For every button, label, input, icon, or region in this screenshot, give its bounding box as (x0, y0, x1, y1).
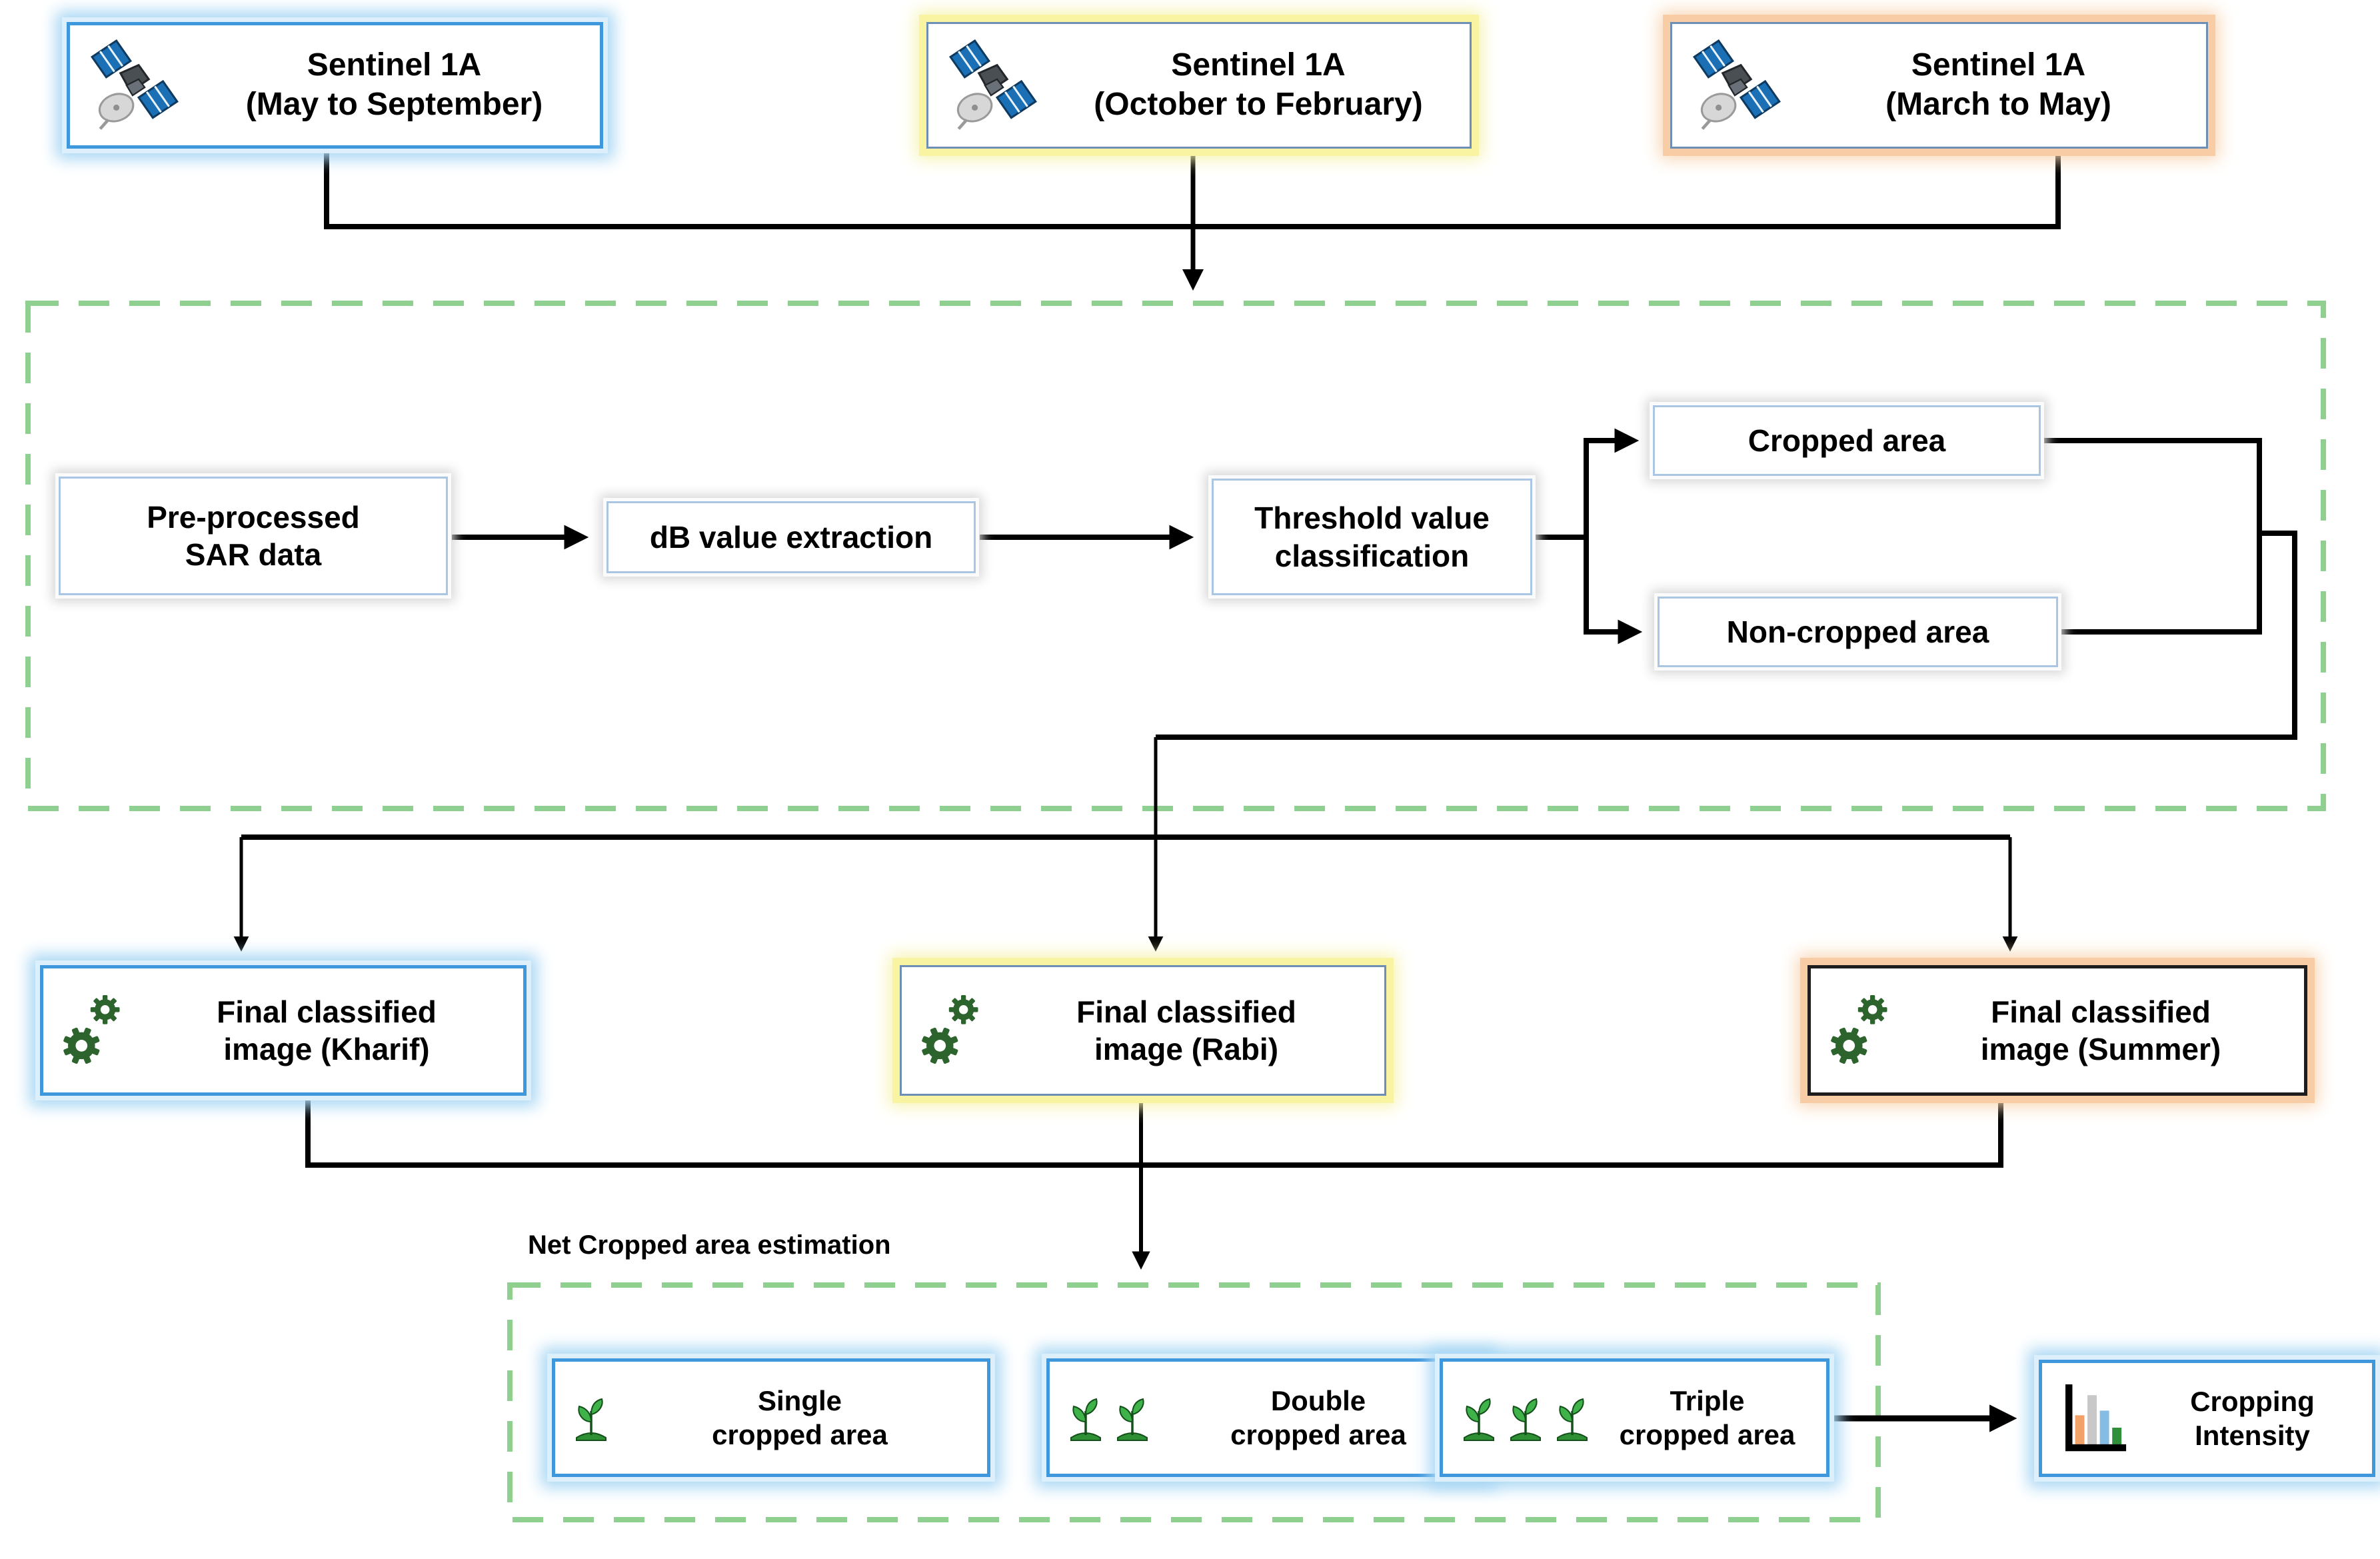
db-extraction-label: dB value extraction (649, 519, 933, 555)
double-cropped-box: Double cropped area (1046, 1358, 1486, 1477)
double-line1: Double (1270, 1384, 1366, 1416)
final-rabi-line1: Final classified (1076, 994, 1296, 1029)
satellite-icon (1688, 35, 1789, 136)
sentinel-rabi-box: Sentinel 1A (October to February) (926, 22, 1472, 149)
sentinel-kharif-label: Sentinel 1A (May to September) (205, 46, 584, 124)
seedling-icon (1459, 1393, 1499, 1442)
preprocessed-line1: Pre-processed (147, 499, 360, 535)
final-rabi-line2: image (Rabi) (1094, 1032, 1279, 1066)
final-kharif-line2: image (Kharif) (223, 1032, 430, 1066)
connector-bracket-to-center (1156, 531, 2297, 740)
preprocessed-line2: SAR data (185, 537, 322, 572)
gears-icon (918, 988, 987, 1073)
triple-cropped-label: Triple cropped area (1604, 1384, 1810, 1452)
single-seedling-group (571, 1393, 611, 1442)
double-cropped-label: Double cropped area (1170, 1384, 1467, 1452)
connector-right-bracket (2042, 438, 2262, 635)
preprocessed-sar-box: Pre-processed SAR data (59, 477, 448, 595)
net-cropped-title: Net Cropped area estimation (528, 1230, 891, 1260)
sentinel-summer-line2: (March to May) (1885, 87, 2111, 122)
satellite-icon (86, 35, 187, 136)
final-summer-line2: image (Summer) (1980, 1032, 2221, 1066)
seedling-icon (1552, 1393, 1592, 1442)
sentinel-kharif-line2: (May to September) (245, 87, 543, 122)
classification-dashed-container (25, 301, 2326, 811)
double-line2: cropped area (1230, 1419, 1406, 1450)
arrow-split-to-noncropped (1584, 537, 1643, 645)
seedling-icon (1066, 1393, 1106, 1442)
threshold-label: Threshold value classification (1254, 499, 1490, 574)
cropped-area-box: Cropped area (1653, 405, 2041, 476)
seedling-icon (571, 1393, 611, 1442)
cropped-area-label: Cropped area (1748, 423, 1946, 458)
sentinel-summer-line1: Sentinel 1A (1911, 47, 2086, 83)
cropping-intensity-label: Cropping Intensity (2149, 1384, 2356, 1452)
sentinel-kharif-box: Sentinel 1A (May to September) (67, 22, 603, 149)
triple-seedling-group (1459, 1393, 1592, 1442)
sentinel-summer-label: Sentinel 1A (March to May) (1807, 46, 2190, 124)
single-cropped-label: Single cropped area (628, 1384, 971, 1452)
final-summer-box: Final classified image (Summer) (1807, 965, 2307, 1096)
final-summer-label: Final classified image (Summer) (1913, 993, 2288, 1068)
threshold-box: Threshold value classification (1212, 479, 1532, 595)
final-rabi-label: Final classified image (Rabi) (1004, 993, 1368, 1068)
final-kharif-box: Final classified image (Kharif) (40, 965, 527, 1096)
seedling-icon (1112, 1393, 1152, 1442)
single-line2: cropped area (712, 1419, 888, 1450)
non-cropped-area-label: Non-cropped area (1726, 614, 1989, 649)
double-seedling-group (1066, 1393, 1152, 1442)
intensity-line1: Cropping (2190, 1385, 2315, 1417)
sentinel-summer-box: Sentinel 1A (March to May) (1670, 22, 2208, 149)
gears-icon (59, 988, 129, 1073)
bar-chart-icon (2058, 1380, 2135, 1457)
sentinel-rabi-line1: Sentinel 1A (1171, 47, 1346, 83)
triple-line2: cropped area (1619, 1419, 1795, 1450)
sentinel-rabi-label: Sentinel 1A (October to February) (1063, 46, 1454, 124)
final-rabi-box: Final classified image (Rabi) (900, 965, 1386, 1096)
final-kharif-label: Final classified image (Kharif) (146, 993, 507, 1068)
net-cropped-dashed-container (507, 1282, 1881, 1522)
connector-final-bottom-collector (305, 1097, 2003, 1168)
cropping-intensity-box: Cropping Intensity (2039, 1360, 2375, 1477)
gears-icon (1827, 988, 1896, 1073)
threshold-line2: classification (1274, 538, 1470, 573)
triple-cropped-box: Triple cropped area (1440, 1358, 1829, 1477)
single-cropped-box: Single cropped area (552, 1358, 990, 1477)
intensity-line2: Intensity (2195, 1420, 2310, 1451)
single-line1: Single (757, 1384, 842, 1416)
triple-line1: Triple (1670, 1384, 1745, 1416)
threshold-line1: Threshold value (1254, 501, 1490, 536)
sentinel-rabi-line2: (October to February) (1094, 87, 1423, 122)
satellite-icon (944, 35, 1046, 136)
final-summer-line1: Final classified (1991, 994, 2211, 1029)
db-extraction-box: dB value extraction (606, 501, 976, 573)
preprocessed-sar-label: Pre-processed SAR data (147, 499, 360, 573)
non-cropped-area-box: Non-cropped area (1658, 597, 2058, 667)
sentinel-kharif-line1: Sentinel 1A (307, 47, 482, 83)
final-kharif-line1: Final classified (217, 994, 437, 1029)
seedling-icon (1506, 1393, 1546, 1442)
arrow-split-to-cropped (1584, 428, 1640, 537)
